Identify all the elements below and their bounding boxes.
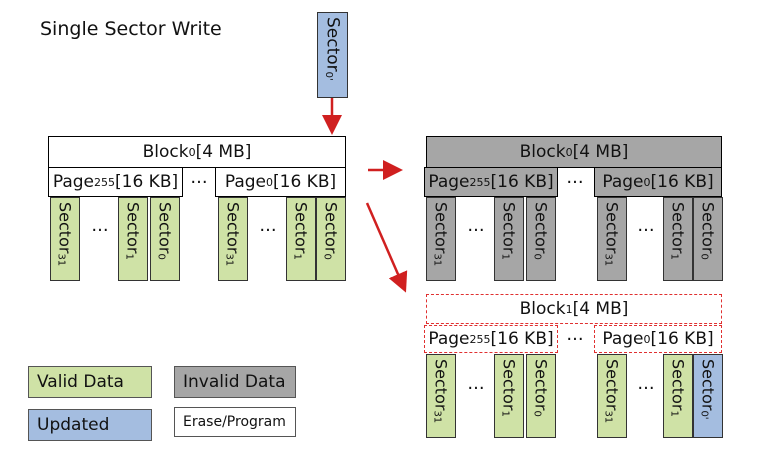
sector-ellipsis-p255-right-bottom: ··· xyxy=(467,377,485,399)
sector1-p0-left: Sector1 xyxy=(286,197,316,281)
sector0-p0-left: Sector0 xyxy=(316,197,346,281)
diagonal-arrow xyxy=(365,202,408,293)
incoming-sector-label: Sector xyxy=(322,17,343,72)
sector-ellipsis-p255-right-top: ··· xyxy=(467,219,485,241)
legend-updated: Updated xyxy=(28,409,152,441)
sector-ellipsis-p255-left: ··· xyxy=(91,219,109,241)
sector31-p0-right-bottom: Sector31 xyxy=(597,354,627,438)
sector31-p255-right-top: Sector31 xyxy=(426,197,456,281)
diagram-title: Single Sector Write xyxy=(40,18,222,40)
sector31-p255-left: Sector31 xyxy=(50,197,80,281)
incoming-sector: Sector0' xyxy=(317,12,348,98)
sector1-p255-right-top: Sector1 xyxy=(494,197,524,281)
incoming-sector-sub: 0' xyxy=(323,71,335,81)
sector-ellipsis-p0-right-top: ··· xyxy=(637,219,655,241)
sector31-p255-right-bottom: Sector31 xyxy=(426,354,456,438)
sector1-p0-right-top: Sector1 xyxy=(663,197,693,281)
sector0-p255-right-bottom: Sector0 xyxy=(526,354,556,438)
page-ellipsis-left: ··· xyxy=(190,171,208,193)
sector0-p255-right-top: Sector0 xyxy=(526,197,556,281)
legend-invalid: Invalid Data xyxy=(174,366,296,398)
sector31-p0-left: Sector31 xyxy=(218,197,248,281)
legend-valid: Valid Data xyxy=(28,366,152,398)
sector1-p255-left: Sector1 xyxy=(118,197,148,281)
page-ellipsis-right-top: ··· xyxy=(566,171,584,193)
sector0-p0-right-top: Sector0 xyxy=(693,197,723,281)
legend-erase-program: Erase/Program xyxy=(174,407,296,437)
sector-ellipsis-p0-right-bottom: ··· xyxy=(637,377,655,399)
sector-ellipsis-p0-left: ··· xyxy=(259,219,277,241)
sector1-p0-right-bottom: Sector1 xyxy=(663,354,693,438)
page-ellipsis-right-bottom: ··· xyxy=(566,328,584,350)
sector1-p255-right-bottom: Sector1 xyxy=(494,354,524,438)
sector0prime-updated: Sector0' xyxy=(693,354,723,438)
sector31-p0-right-top: Sector31 xyxy=(597,197,627,281)
sector0-p255-left: Sector0 xyxy=(150,197,180,281)
